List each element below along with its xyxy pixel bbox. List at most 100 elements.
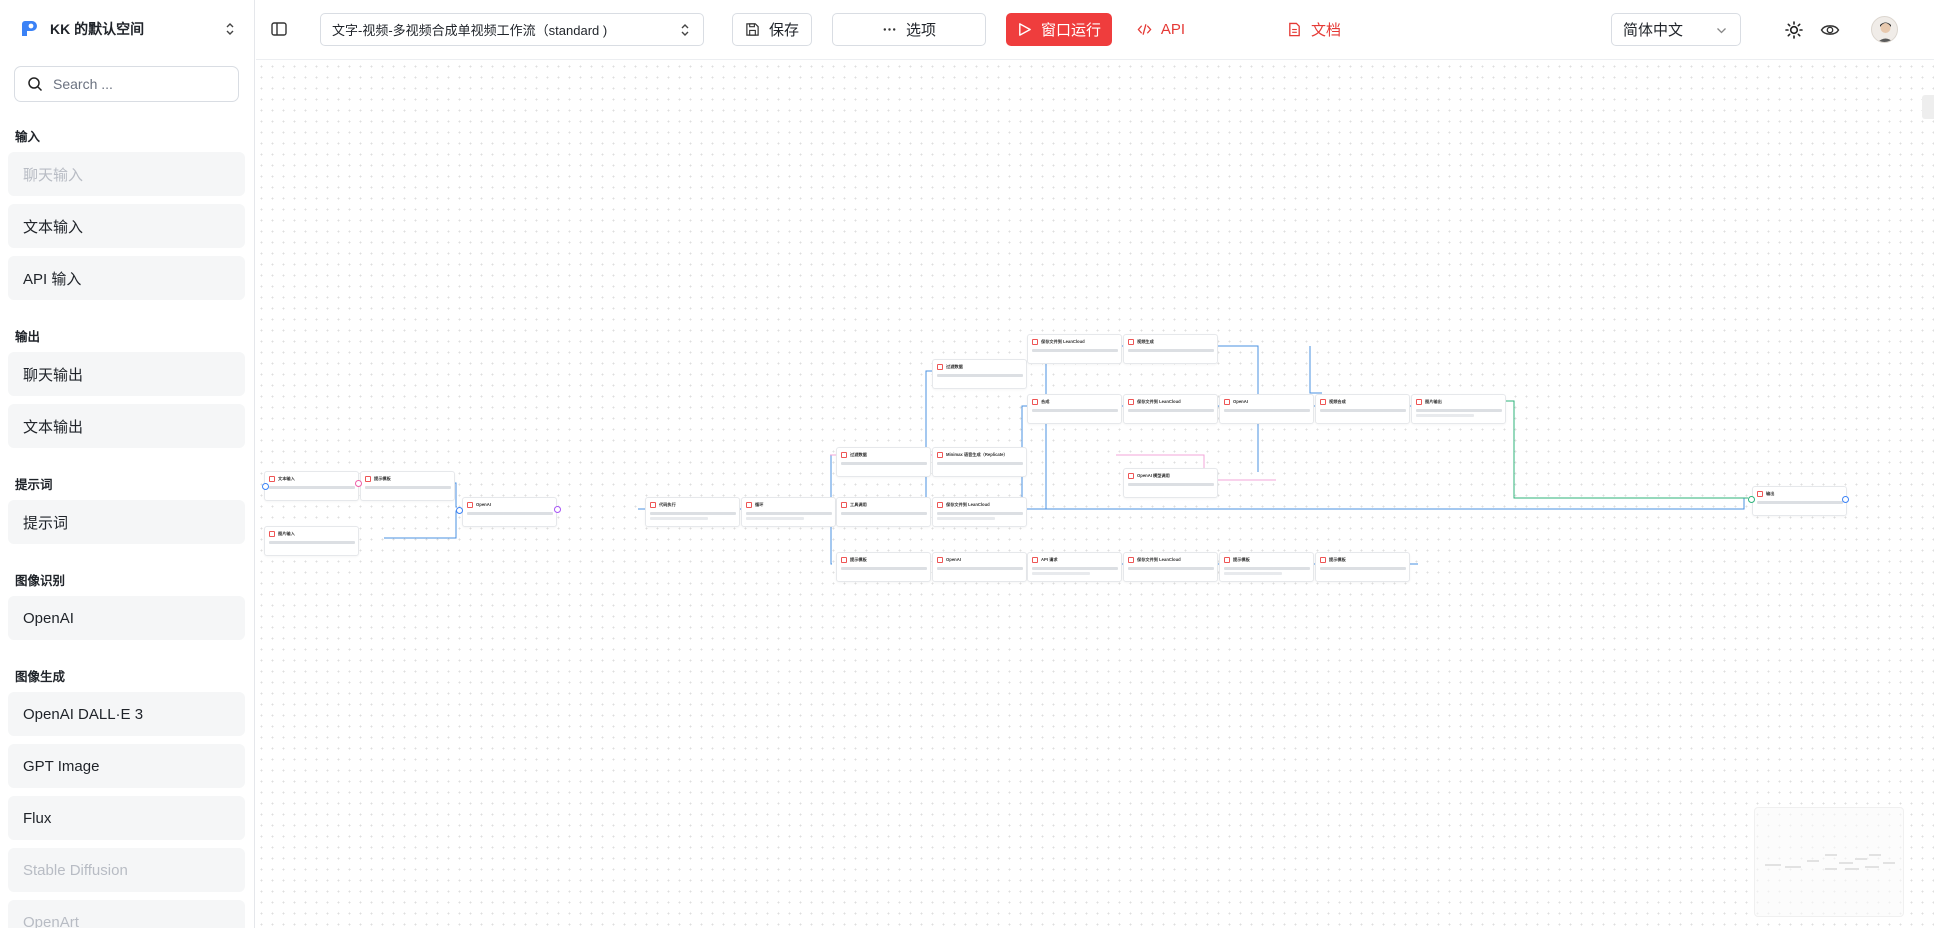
sidebar-item-openai[interactable]: OpenAI [8,596,245,640]
sidebar-item-openart[interactable]: OpenArt [8,900,245,928]
minimap-node [1855,858,1867,860]
workflow-node[interactable]: Minimax 语音生成（Replicate） [932,447,1027,477]
node-input-port[interactable] [262,483,269,490]
node-icon [1032,339,1038,345]
node-description-line [841,567,927,570]
workflow-node[interactable]: OpenAI 模型调用 [1123,468,1218,498]
node-icon [269,476,275,482]
options-button[interactable]: 选项 [832,13,986,46]
node-icon [1416,399,1422,405]
docs-button[interactable]: 文档 [1269,13,1359,46]
workspace-switcher[interactable]: KK 的默认空间 [0,0,254,58]
minimap-node [1825,868,1837,870]
avatar-face-icon [1877,22,1894,42]
workflow-node[interactable]: OpenAI [462,497,557,527]
sidebar-item-stable-diffusion[interactable]: Stable Diffusion [8,848,245,892]
minimap-node [1765,864,1781,866]
section-title-output: 输出 [15,330,41,344]
workflow-node[interactable]: 工具调用 [836,497,931,527]
node-input-port[interactable] [1748,496,1755,503]
sidebar-item-prompt[interactable]: 提示词 [8,500,245,544]
workflow-node[interactable]: 代码执行 [645,497,740,527]
section-title-input: 输入 [15,130,41,144]
node-title: 视频合成 [1329,399,1346,404]
sidebar-item-text-input[interactable]: 文本输入 [8,204,245,248]
sidebar-item-text-output[interactable]: 文本输出 [8,404,245,448]
node-title: 保存文件到 LeanCloud [1137,399,1181,404]
workflow-node[interactable]: 提示模板 [1219,552,1314,582]
node-title: 提示模板 [1329,557,1346,562]
minimap-node [1869,854,1881,856]
workflow-node[interactable]: 保存文件到 LeanCloud [1027,334,1122,364]
workflow-node[interactable]: 合成 [1027,394,1122,424]
workflow-node[interactable]: 循环 [741,497,836,527]
workflow-node[interactable]: 提示模板 [1315,552,1410,582]
node-description-line [467,512,553,515]
workflow-node[interactable]: 保存文件到 LeanCloud [1123,552,1218,582]
search-box[interactable] [14,66,239,102]
sidebar: KK 的默认空间 输入 聊天输入 文本输入 API 输入 输出 聊天输出 文本输… [0,0,255,928]
node-icon [746,502,752,508]
run-button[interactable]: 窗口运行 [1006,13,1112,46]
node-description-line [1224,409,1310,412]
workflow-node-output[interactable]: 输出 [1752,486,1847,516]
eye-preview-icon[interactable] [1820,20,1840,40]
workflow-select[interactable]: 文字-视频-多视频合成单视频工作流（standard ) [320,13,704,46]
sidebar-item-gpt-image[interactable]: GPT Image [8,744,245,788]
collapsed-panel-tab[interactable] [1922,95,1934,119]
node-icon [1224,557,1230,563]
node-description-line [1128,349,1214,352]
api-button[interactable]: API [1126,13,1196,46]
workflow-node[interactable]: 图片输入 [264,526,359,556]
node-description-line [1224,567,1310,570]
node-title: API 请求 [1041,557,1058,562]
minimap-node [1785,866,1801,868]
language-select[interactable]: 简体中文 [1611,13,1741,46]
sidebar-item-chat-output[interactable]: 聊天输出 [8,352,245,396]
workflow-node[interactable]: 过滤数据 [932,359,1027,389]
workflow-node[interactable]: 视频合成 [1315,394,1410,424]
node-description-line [841,462,927,465]
node-title: 提示模板 [850,557,867,562]
sidebar-item-dalle3[interactable]: OpenAI DALL·E 3 [8,692,245,736]
node-title: 图片输出 [1425,399,1442,404]
options-label: 选项 [905,22,936,39]
sidebar-item-api-input[interactable]: API 输入 [8,256,245,300]
workflow-node[interactable]: 视频生成 [1123,334,1218,364]
workflow-node[interactable]: API 请求 [1027,552,1122,582]
node-description-line [937,517,995,520]
sun-theme-icon[interactable] [1784,20,1804,40]
sidebar-item-flux[interactable]: Flux [8,796,245,840]
workflow-node[interactable]: 保存文件到 LeanCloud [1123,394,1218,424]
workflow-node[interactable]: 提示模板 [360,471,455,501]
node-description-line [1032,567,1118,570]
node-description-line [269,486,355,489]
workflow-node[interactable]: OpenAI [932,552,1027,582]
node-output-port[interactable] [554,506,561,513]
node-output-port[interactable] [1842,496,1849,503]
node-icon [937,502,943,508]
sidebar-item-chat-input[interactable]: 聊天输入 [8,152,245,196]
node-icon [365,476,371,482]
node-title: OpenAI [476,502,491,507]
node-description-line [365,486,451,489]
workflow-node[interactable]: 文本输入 [264,471,359,501]
workflow-node[interactable]: OpenAI [1219,394,1314,424]
node-icon [1128,339,1134,345]
search-input[interactable] [53,76,223,92]
workflow-node[interactable]: 提示模板 [836,552,931,582]
save-button[interactable]: 保存 [732,13,812,46]
workflow-node[interactable]: 过滤数据 [836,447,931,477]
workflow-canvas[interactable]: 文本输入 提示模板 图片输入 OpenAI 代码执行 循环 过滤数据 工具调用 … [256,61,1934,928]
avatar[interactable] [1871,16,1898,43]
minimap[interactable] [1754,807,1904,917]
node-description-line [1032,572,1090,575]
workspace-logo-icon [22,21,37,36]
workflow-node[interactable]: 保存文件到 LeanCloud [932,497,1027,527]
node-description-line [1224,572,1282,575]
node-input-port[interactable] [456,507,463,514]
language-value: 简体中文 [1623,22,1684,39]
node-output-port[interactable] [355,480,362,487]
sidebar-toggle-icon[interactable] [270,20,288,38]
workflow-node[interactable]: 图片输出 [1411,394,1506,424]
